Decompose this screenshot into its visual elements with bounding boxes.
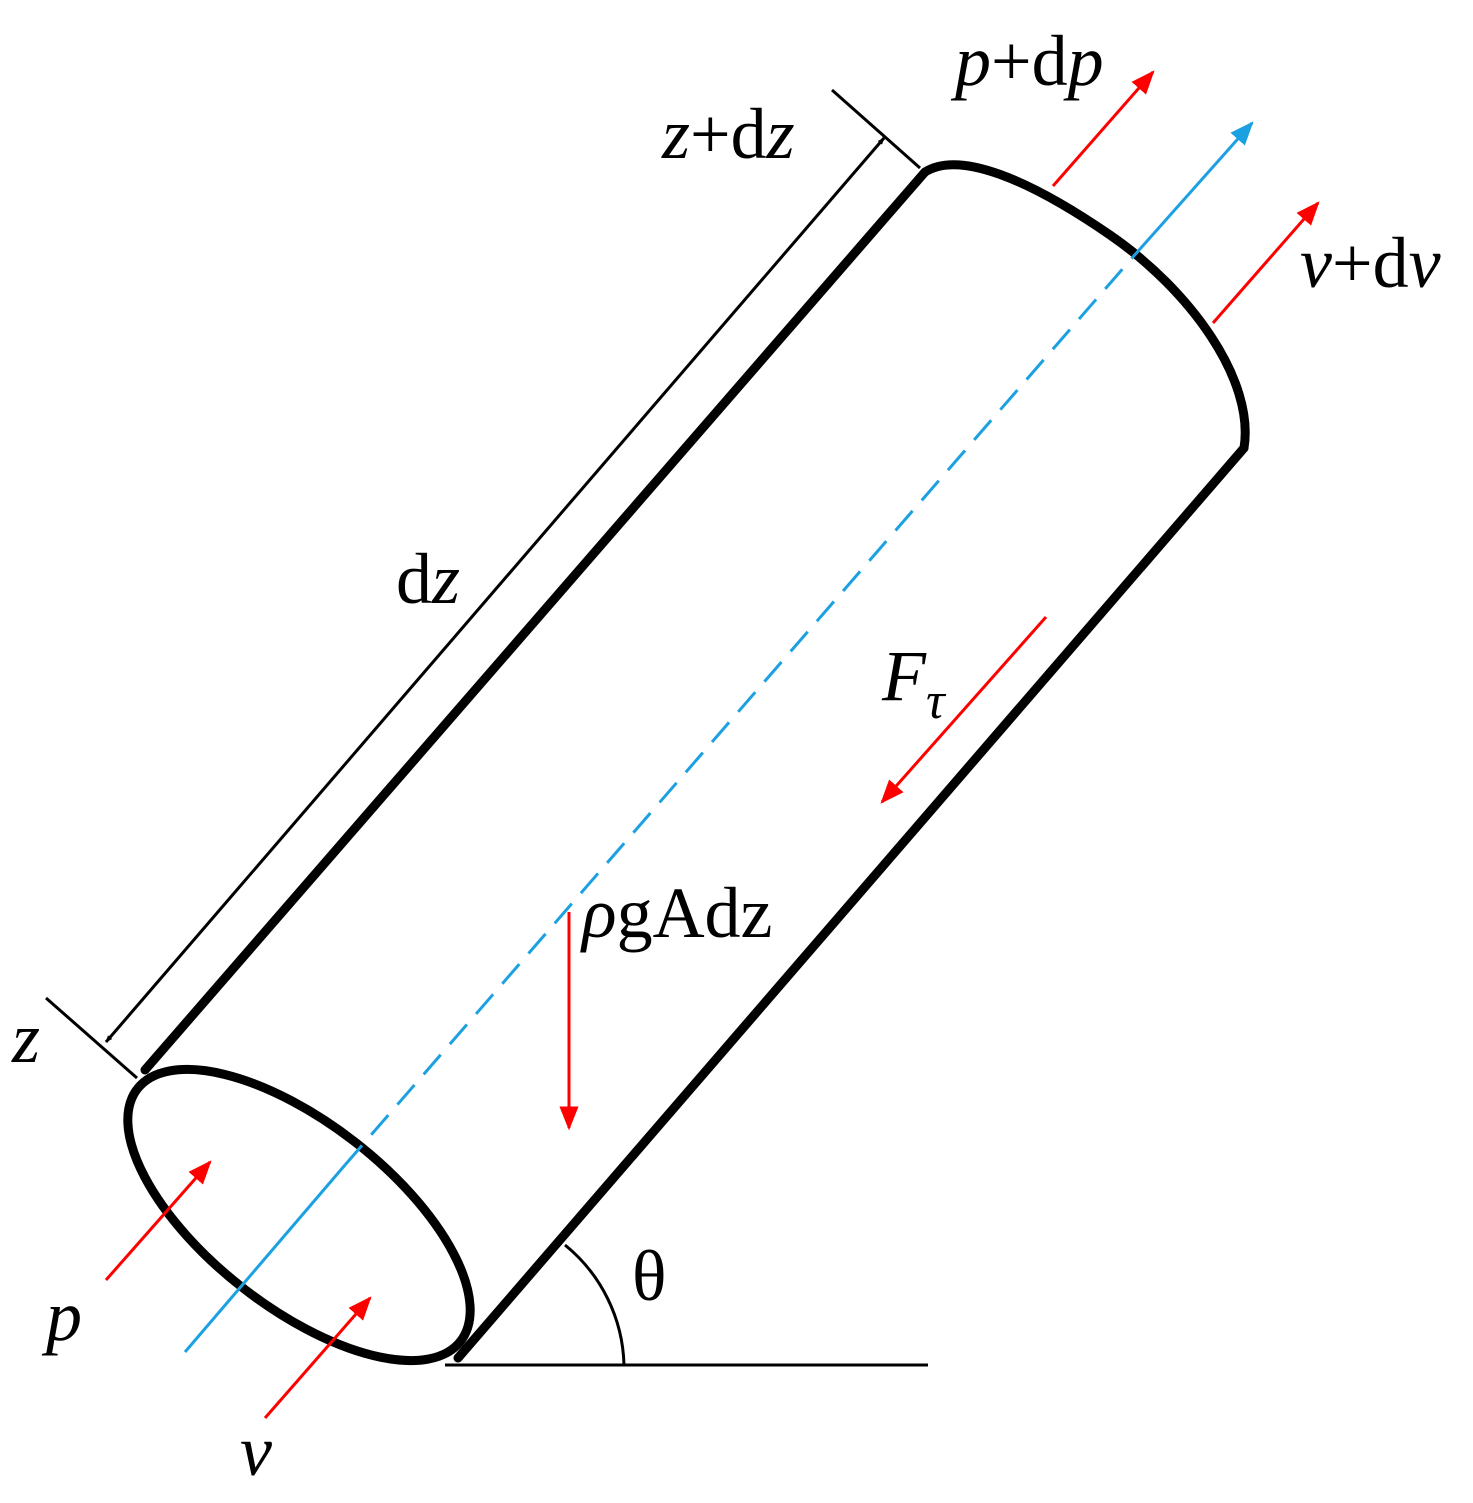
label-p: p (41, 1276, 82, 1356)
force-arrows (104, 70, 1320, 1419)
label-p-plus-dp: p+dp (950, 21, 1104, 101)
pressure-out-arrow (1051, 70, 1155, 187)
label-z: z (11, 998, 40, 1078)
pipe-bottom-end-cap (123, 1064, 475, 1366)
dimension-dz (45, 88, 921, 1080)
label-v: v (240, 1411, 272, 1491)
axis-line-outlet (1130, 121, 1254, 259)
pipe-top-wall (140, 167, 930, 1075)
inclination-angle (445, 1243, 928, 1367)
velocity-in-arrow (263, 1296, 372, 1419)
velocity-out-arrow (1211, 201, 1320, 324)
flow-axis (183, 121, 1254, 1353)
label-theta: θ (632, 1236, 667, 1316)
label-rho-g-a-dz: ρgAdz (580, 873, 773, 953)
label-z-plus-dz: z+dz (661, 94, 795, 174)
extension-line-z (45, 996, 138, 1080)
friction-force-arrow (880, 616, 1048, 804)
pipe-bottom-wall (453, 443, 1249, 1363)
label-f-tau: Fτ (881, 636, 947, 730)
angle-arc (564, 1243, 626, 1366)
dimension-arrow-dz (104, 137, 886, 1043)
label-v-plus-dv: v+dv (1300, 223, 1441, 303)
axis-line-inlet (183, 1164, 347, 1353)
extension-line-z-plus-dz (831, 88, 921, 170)
pipe-top-end-cap (920, 160, 1250, 453)
pressure-in-arrow (104, 1160, 212, 1281)
label-dz: dz (396, 539, 460, 619)
pipe-cylinder (123, 160, 1250, 1366)
